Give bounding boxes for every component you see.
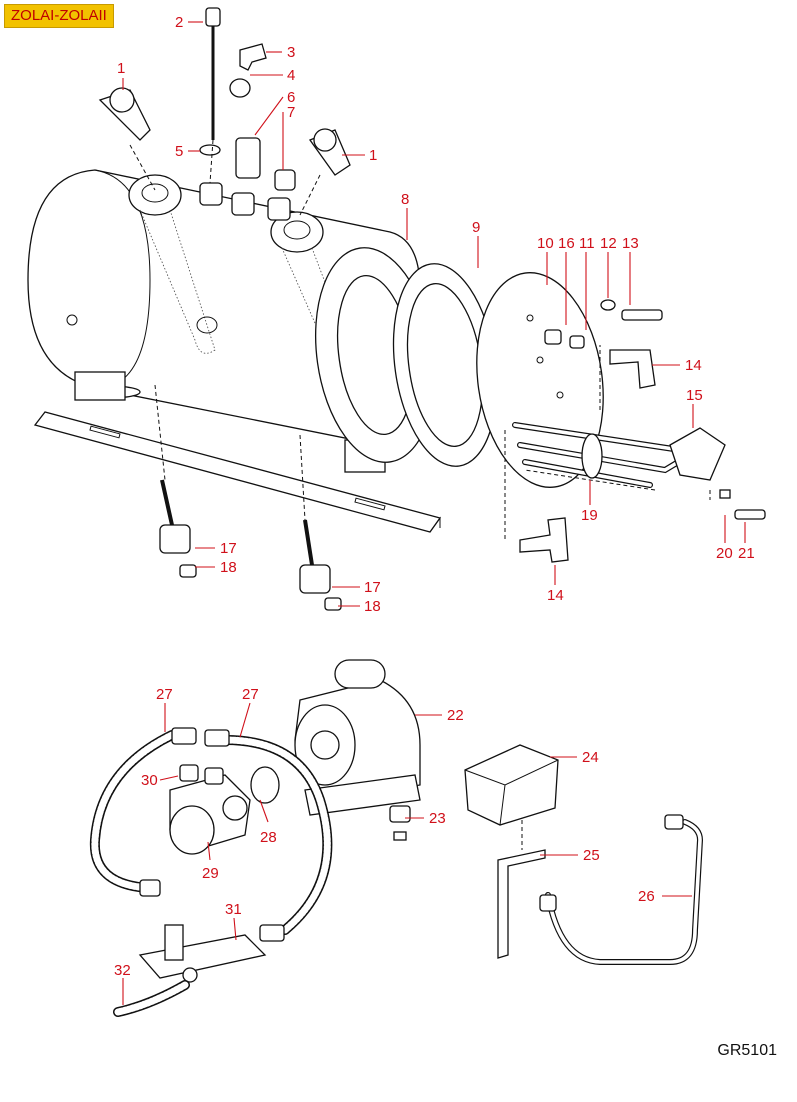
callout-2: 2 xyxy=(175,14,183,31)
small-fittings xyxy=(544,299,766,520)
pump-clamp xyxy=(250,766,280,804)
callout-27b: 27 xyxy=(242,686,259,703)
callout-21: 21 xyxy=(738,545,755,562)
callout-11: 11 xyxy=(579,235,595,252)
callout-9: 9 xyxy=(472,219,480,236)
rubber-mount xyxy=(389,805,411,841)
callout-15: 15 xyxy=(686,387,703,404)
callout-22: 22 xyxy=(447,707,464,724)
flexible-hose xyxy=(89,727,333,942)
switch-bracket xyxy=(497,820,546,959)
callout-23: 23 xyxy=(429,810,446,827)
pressure-switch xyxy=(464,744,559,826)
callout-20: 20 xyxy=(716,545,733,562)
pump-motor xyxy=(294,659,421,816)
callout-6: 6 xyxy=(287,89,295,106)
callout-3: 3 xyxy=(287,44,295,61)
probe-elbow xyxy=(239,43,267,71)
callout-24: 24 xyxy=(582,749,599,766)
inlet-hose xyxy=(113,980,190,1017)
callout-27a: 27 xyxy=(156,686,173,703)
rotary-pump xyxy=(169,774,251,855)
water-inlet-fitting xyxy=(138,924,267,983)
callout-14a: 14 xyxy=(685,357,702,374)
callout-18a: 18 xyxy=(220,559,237,576)
mounting-rail xyxy=(33,411,442,533)
callout-1a: 1 xyxy=(117,60,125,77)
callout-12: 12 xyxy=(600,235,617,252)
heating-element-gasket xyxy=(581,433,603,479)
callout-18b: 18 xyxy=(364,598,381,615)
callout-10: 10 xyxy=(537,235,554,252)
elbow-fitting xyxy=(519,349,656,563)
callout-17a: 17 xyxy=(220,540,237,557)
callout-32: 32 xyxy=(114,962,131,979)
pump-fitting xyxy=(179,764,224,785)
callout-1b: 1 xyxy=(369,147,377,164)
valve-nut xyxy=(179,564,342,611)
callout-19: 19 xyxy=(581,507,598,524)
callout-25: 25 xyxy=(583,847,600,864)
plug-cap xyxy=(229,78,251,98)
flange-gasket xyxy=(392,263,498,467)
safety-valve xyxy=(235,137,261,179)
callout-17b: 17 xyxy=(364,579,381,596)
callout-numbers: 1 2 3 4 5 6 7 1 8 9 10 16 11 12 13 14 15… xyxy=(114,14,755,979)
probe-seal xyxy=(199,144,221,156)
reference-code: GR5101 xyxy=(717,1042,777,1059)
capillary-tube xyxy=(539,814,704,965)
callout-16: 16 xyxy=(558,235,575,252)
callout-14b: 14 xyxy=(547,587,564,604)
vacuum-valve xyxy=(98,87,351,176)
callout-7: 7 xyxy=(287,104,295,121)
callout-5: 5 xyxy=(175,143,183,160)
callout-28: 28 xyxy=(260,829,277,846)
callout-4: 4 xyxy=(287,67,295,84)
callout-30: 30 xyxy=(141,772,158,789)
callout-31: 31 xyxy=(225,901,242,918)
callout-29: 29 xyxy=(202,865,219,882)
callout-13: 13 xyxy=(622,235,639,252)
level-probe xyxy=(205,7,221,140)
callout-26: 26 xyxy=(638,888,655,905)
boiler-valve xyxy=(159,479,331,594)
callout-8: 8 xyxy=(401,191,409,208)
model-label: ZOLAI-ZOLAII xyxy=(4,4,114,28)
blind-plug xyxy=(274,169,296,191)
callout-leaders xyxy=(122,21,746,1005)
